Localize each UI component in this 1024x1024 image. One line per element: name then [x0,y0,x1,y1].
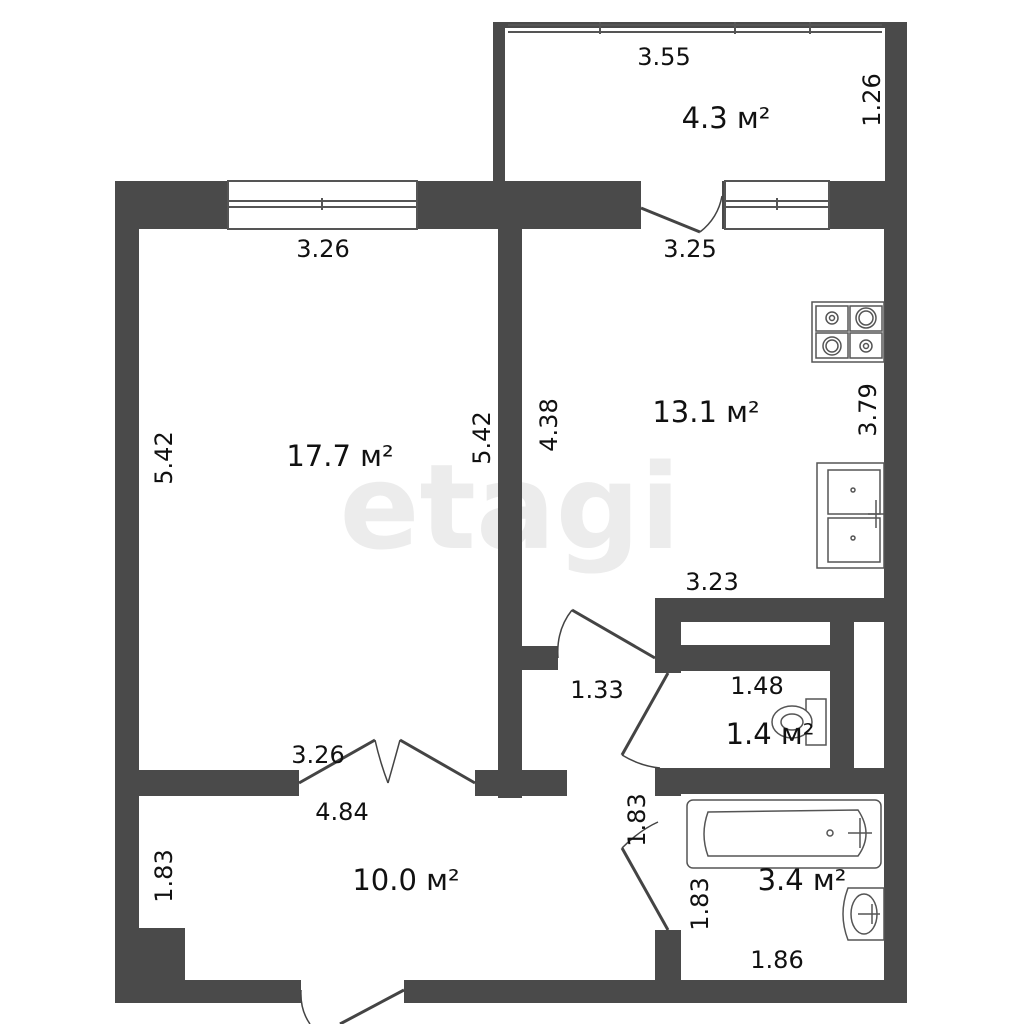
dim-corridor: 1.33 [570,676,623,704]
bathtub-icon [686,799,882,869]
dim-kitchen-right: 3.79 [854,383,882,436]
living-room-area-label: 17.7 м² [286,439,393,473]
dim-living-bottom: 3.26 [291,741,344,769]
dim-hall-left: 1.83 [150,849,178,902]
dim-kitchen-bottom: 3.23 [685,568,738,596]
dim-hall-length: 4.84 [315,798,368,826]
balcony-area-label: 4.3 м² [682,101,771,135]
dim-kitchen-left: 4.38 [535,398,563,451]
dim-living-left: 5.42 [150,431,178,484]
living-window [227,180,418,230]
kitchen-window [724,180,830,230]
kitchen-sink-icon [816,462,885,569]
kitchen-area-label: 13.1 м² [652,395,759,429]
dim-balcony-depth: 1.26 [858,73,886,126]
balcony-window [508,22,882,34]
dim-balcony-width: 3.55 [637,43,690,71]
doors [298,195,723,1024]
walls [115,181,907,1003]
bathroom-area-label: 3.4 м² [758,863,847,897]
dim-bath-bottom: 1.86 [750,946,803,974]
dim-living-right: 5.42 [468,411,496,464]
stove-icon [811,301,885,363]
dim-toilet-width: 1.48 [730,672,783,700]
dim-living-top: 3.26 [296,235,349,263]
toilet-area-label: 1.4 м² [726,717,815,751]
dim-kitchen-top: 3.25 [663,235,716,263]
dim-bath-left: 1.83 [686,877,714,930]
hallway-area-label: 10.0 м² [352,863,459,897]
wash-basin-icon [842,887,885,941]
dim-hall-right: 1.83 [623,793,651,846]
toilet-icon [771,698,827,746]
